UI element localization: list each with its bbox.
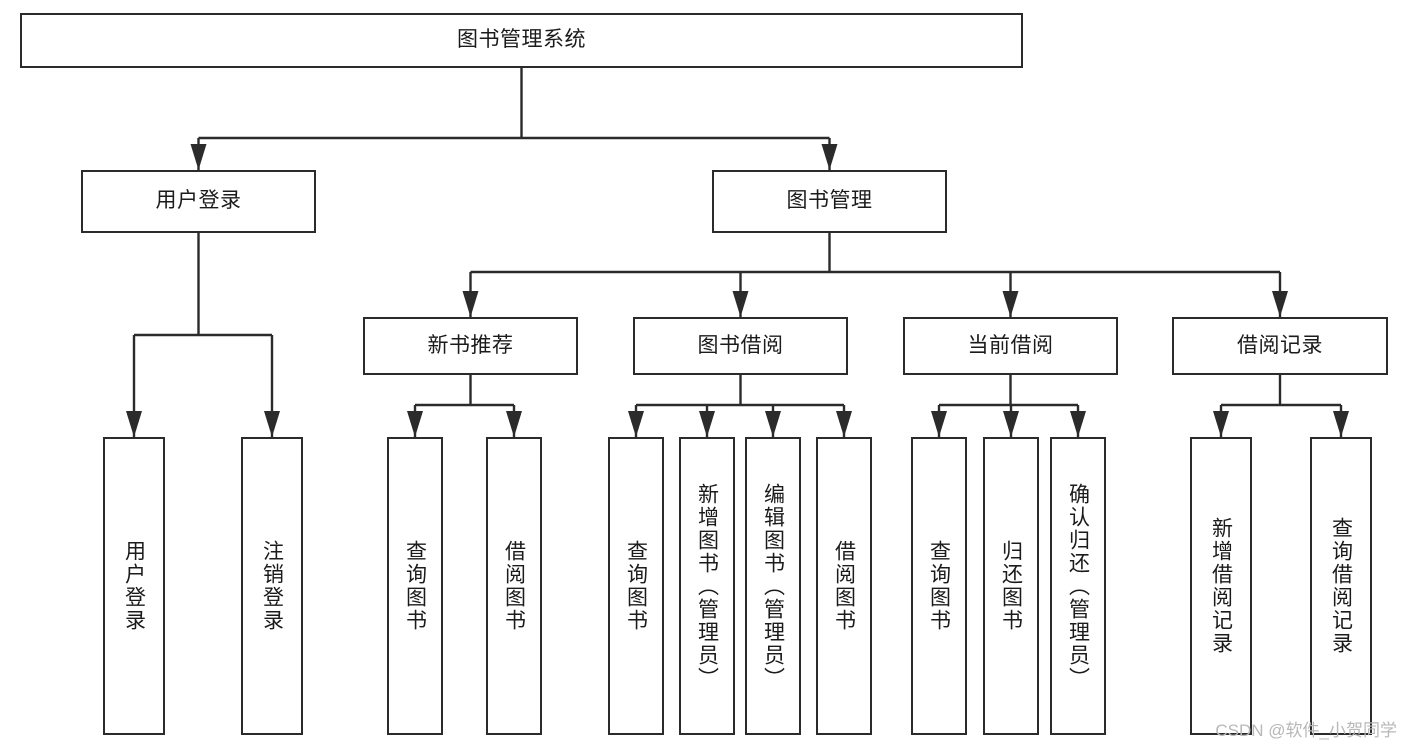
node-label: 新增借阅记录 — [1209, 517, 1233, 655]
node-label: 查询借阅记录 — [1329, 517, 1353, 655]
arrow-head-icon — [1070, 411, 1086, 437]
node-leaf-new-1[interactable]: 查询图书 — [387, 437, 443, 735]
arrow-head-icon — [836, 411, 852, 437]
node-borrow[interactable]: 图书借阅 — [633, 317, 848, 375]
node-root[interactable]: 图书管理系统 — [20, 13, 1023, 68]
node-leaf-bor-2[interactable]: 新增图书（管理员） — [679, 437, 735, 735]
arrow-head-icon — [931, 411, 947, 437]
node-label: 当前借阅 — [967, 333, 1054, 357]
node-label: 借阅图书 — [502, 540, 526, 632]
node-leaf-rec-2[interactable]: 查询借阅记录 — [1310, 437, 1372, 735]
node-leaf-bor-4[interactable]: 借阅图书 — [816, 437, 872, 735]
node-leaf-cur-1[interactable]: 查询图书 — [911, 437, 967, 735]
node-leaf-login-1[interactable]: 用户登录 — [103, 437, 165, 735]
arrow-head-icon — [264, 411, 280, 437]
node-label: 编辑图书（管理员） — [761, 482, 785, 690]
node-label: 新书推荐 — [427, 333, 514, 357]
arrow-head-icon — [1333, 411, 1349, 437]
node-leaf-new-2[interactable]: 借阅图书 — [486, 437, 542, 735]
node-label: 用户登录 — [122, 540, 146, 632]
arrow-head-icon — [1213, 411, 1229, 437]
node-leaf-cur-2[interactable]: 归还图书 — [983, 437, 1039, 735]
node-label: 借阅记录 — [1237, 333, 1323, 357]
node-records[interactable]: 借阅记录 — [1172, 317, 1388, 375]
arrow-head-icon — [407, 411, 423, 437]
arrow-head-icon — [765, 411, 781, 437]
node-leaf-rec-1[interactable]: 新增借阅记录 — [1190, 437, 1252, 735]
arrow-head-icon — [462, 291, 479, 317]
node-label: 查询图书 — [927, 540, 951, 632]
arrow-head-icon — [1272, 291, 1288, 317]
node-leaf-cur-3[interactable]: 确认归还（管理员） — [1050, 437, 1106, 735]
node-login[interactable]: 用户登录 — [81, 170, 316, 233]
node-label: 注销登录 — [260, 540, 284, 632]
arrow-head-icon — [628, 411, 644, 437]
node-label: 借阅图书 — [832, 540, 856, 632]
node-label: 图书管理系统 — [457, 28, 586, 52]
node-leaf-bor-3[interactable]: 编辑图书（管理员） — [745, 437, 801, 735]
node-label: 查询图书 — [403, 540, 427, 632]
node-label: 归还图书 — [999, 540, 1023, 632]
node-label: 查询图书 — [624, 540, 648, 632]
node-label: 用户登录 — [155, 189, 242, 213]
node-leaf-bor-1[interactable]: 查询图书 — [608, 437, 664, 735]
arrow-head-icon — [1002, 291, 1019, 317]
arrow-head-icon — [506, 411, 522, 437]
node-bookmgmt[interactable]: 图书管理 — [712, 170, 947, 233]
csdn-watermark: CSDN @软件_小贺同学 — [1215, 721, 1397, 740]
arrow-head-icon — [1003, 411, 1019, 437]
node-current[interactable]: 当前借阅 — [903, 317, 1118, 375]
arrow-head-icon — [190, 144, 207, 170]
arrow-head-icon — [126, 411, 142, 437]
arrow-head-icon — [821, 144, 838, 170]
node-label: 新增图书（管理员） — [695, 482, 719, 690]
arrow-head-icon — [732, 291, 749, 317]
node-label: 图书管理 — [786, 189, 873, 213]
node-newbook[interactable]: 新书推荐 — [363, 317, 578, 375]
node-leaf-login-2[interactable]: 注销登录 — [241, 437, 303, 735]
arrow-head-icon — [699, 411, 715, 437]
node-label: 确认归还（管理员） — [1066, 482, 1090, 690]
node-label: 图书借阅 — [697, 333, 784, 357]
